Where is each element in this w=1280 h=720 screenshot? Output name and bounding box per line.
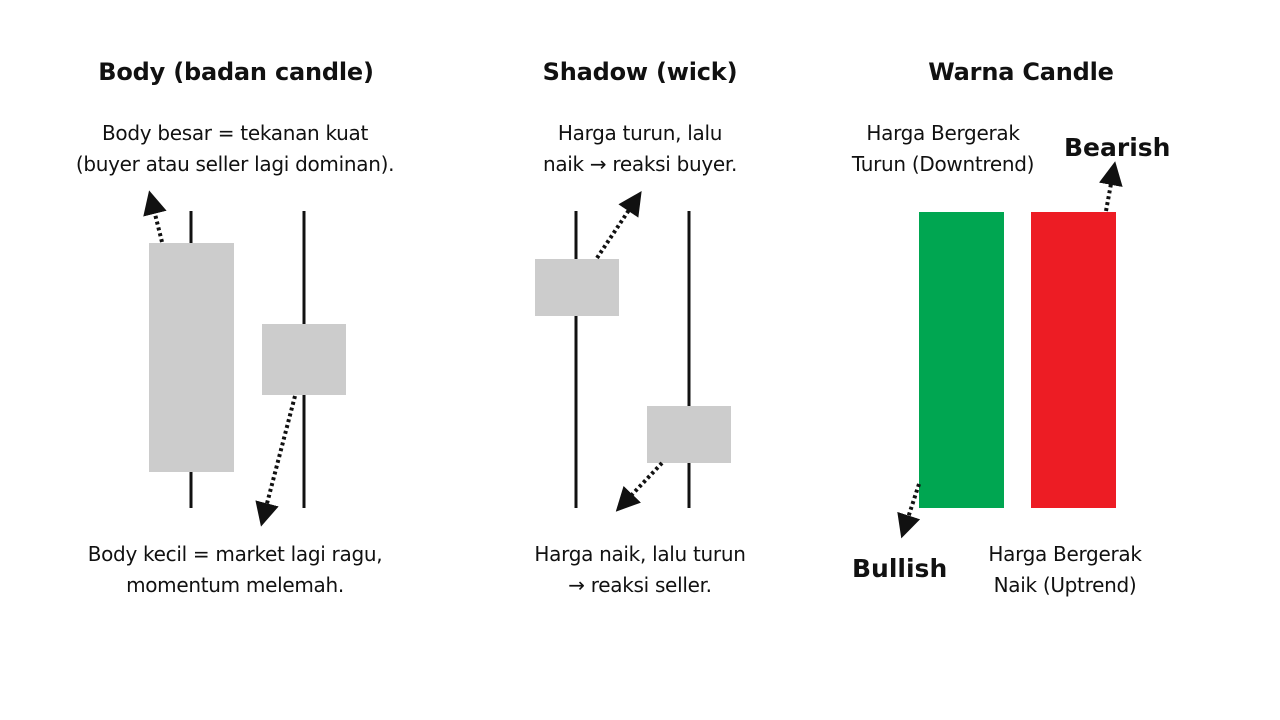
long-upper-wick-candle <box>647 211 731 508</box>
bearish-red-candle <box>1031 212 1116 508</box>
section-title-shadow: Shadow (wick) <box>542 58 738 86</box>
dotted-arrow-icon <box>595 191 642 260</box>
desc-line: Body kecil = market lagi ragu, <box>87 542 383 566</box>
dotted-arrow-icon <box>1099 161 1123 212</box>
big-body-candle <box>149 211 234 508</box>
bullish-green-candle <box>919 212 1004 508</box>
dotted-arrow-icon <box>255 395 297 527</box>
dotted-arrow-icon <box>897 483 921 539</box>
shadow-top-description: Harga turun, lalu naik → reaksi buyer. <box>480 118 800 180</box>
small-body-candle <box>262 211 346 508</box>
desc-line: (buyer atau seller lagi dominan). <box>75 152 395 176</box>
section-title-color: Warna Candle <box>928 58 1114 86</box>
desc-line: naik → reaksi buyer. <box>542 152 738 176</box>
section-title-body: Body (badan candle) <box>98 58 374 86</box>
dotted-arrow-icon <box>615 461 664 512</box>
desc-line: Harga naik, lalu turun <box>534 542 746 566</box>
body-bottom-description: Body kecil = market lagi ragu, momentum … <box>40 539 430 601</box>
desc-line: momentum melemah. <box>126 573 344 597</box>
desc-line: Body besar = tekanan kuat <box>101 121 369 145</box>
long-lower-wick-candle <box>535 211 619 508</box>
bearish-label: Bearish <box>1064 133 1171 162</box>
downtrend-description: Harga Bergerak Turun (Downtrend) <box>832 118 1054 180</box>
desc-line: Harga Bergerak <box>866 121 1020 145</box>
uptrend-description: Harga Bergerak Naik (Uptrend) <box>962 539 1168 601</box>
dotted-arrow-icon <box>143 190 167 243</box>
bullish-label: Bullish <box>852 554 948 583</box>
desc-line: Harga turun, lalu <box>557 121 723 145</box>
desc-line: → reaksi seller. <box>568 573 712 597</box>
shadow-bottom-description: Harga naik, lalu turun → reaksi seller. <box>480 539 800 601</box>
desc-line: Naik (Uptrend) <box>993 573 1137 597</box>
desc-line: Turun (Downtrend) <box>851 152 1035 176</box>
desc-line: Harga Bergerak <box>988 542 1142 566</box>
body-top-description: Body besar = tekanan kuat (buyer atau se… <box>40 118 430 180</box>
